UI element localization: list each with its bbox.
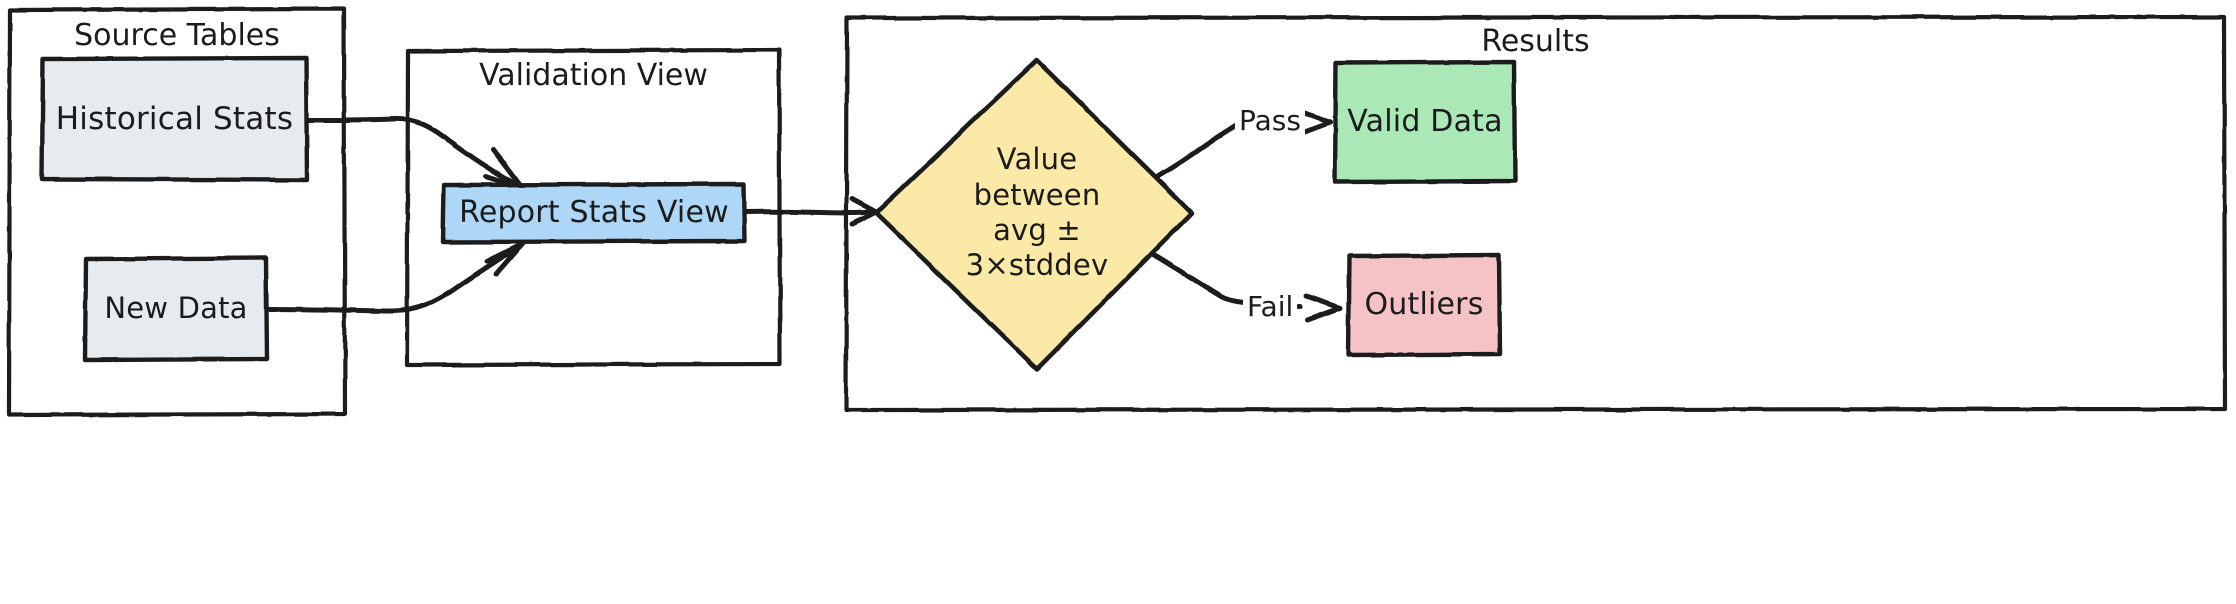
node-value-check[interactable] xyxy=(873,57,1195,372)
edge-value-check-to-outliers xyxy=(1146,249,1303,310)
node-historical-stats[interactable] xyxy=(39,55,310,183)
edge-historical-stats-to-report-stats-view xyxy=(305,116,522,189)
group-container-validation-view xyxy=(404,47,783,368)
group-container-results xyxy=(843,14,2228,413)
edge-new-data-to-report-stats-view xyxy=(265,243,523,314)
arrowhead-into-outliers xyxy=(1303,293,1343,323)
arrowhead-into-valid-data xyxy=(1293,107,1333,137)
node-outliers[interactable] xyxy=(1345,252,1503,358)
node-new-data[interactable] xyxy=(82,255,270,363)
edge-report-stats-view-to-value-check xyxy=(743,209,877,216)
edge-value-check-to-valid-data xyxy=(1149,117,1249,183)
arrowhead-into-report-stats-view-bottom xyxy=(484,240,526,277)
node-report-stats-view[interactable] xyxy=(440,181,748,245)
group-container-source-tables xyxy=(6,6,348,418)
node-valid-data[interactable] xyxy=(1332,59,1518,185)
arrowhead-into-value-check xyxy=(849,196,879,227)
